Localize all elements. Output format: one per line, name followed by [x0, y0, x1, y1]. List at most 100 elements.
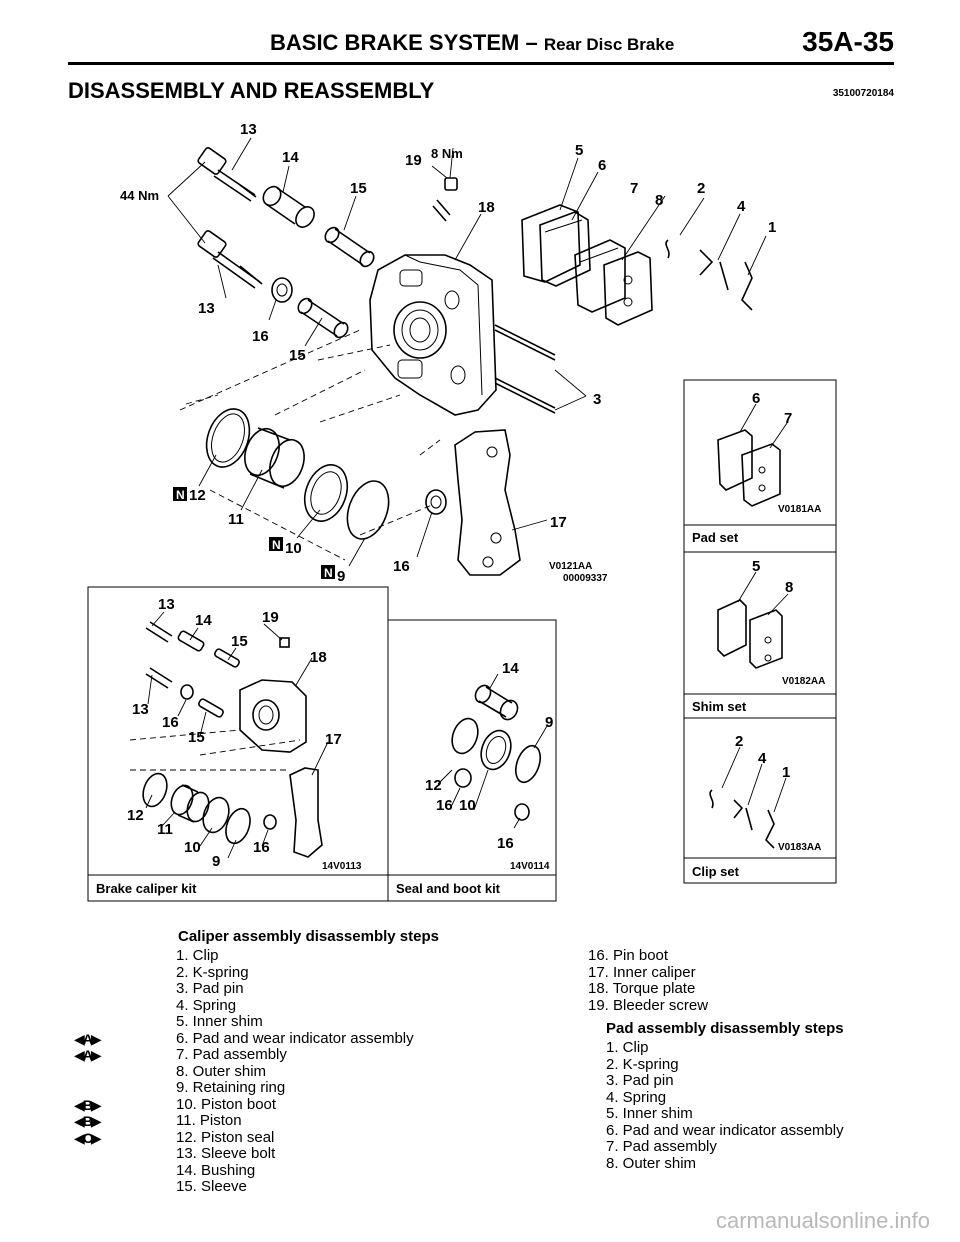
list-item: 3. Pad pin — [176, 980, 414, 998]
main-label-13b: 13 — [198, 300, 215, 317]
list-item: 19. Bleeder screw — [588, 996, 709, 1014]
pad-steps-list: 1. Clip 2. K-spring 3. Pad pin 4. Spring… — [606, 1039, 844, 1172]
clip-set-caption: Clip set — [692, 864, 740, 879]
pad-set-code: V0181AA — [778, 504, 821, 515]
header-title: BASIC BRAKE SYSTEM — [270, 30, 520, 55]
main-label-4: 4 — [737, 198, 746, 215]
sleeve-lower — [297, 297, 349, 339]
new-part-mark-9-text: N — [324, 566, 333, 580]
list-item: ◀B▶10. Piston boot — [74, 1096, 414, 1114]
seal-kit-label-9: 9 — [545, 714, 553, 731]
shim-set-caption: Shim set — [692, 699, 747, 714]
step-marker: ◀B▶ — [74, 1113, 102, 1129]
seal-kit-code: 14V0114 — [510, 861, 550, 872]
main-label-10: 10 — [285, 540, 302, 557]
caliper-kit-label-16a: 16 — [162, 714, 179, 731]
shim-set-code: V0182AA — [782, 676, 825, 687]
list-item: 14. Bushing — [176, 1161, 414, 1180]
main-label-18: 18 — [478, 199, 495, 216]
section-title: DISASSEMBLY AND REASSEMBLY — [68, 78, 435, 103]
clip-set-box: 2 4 1 V0183AA Clip set — [683, 717, 837, 884]
pin-boot-16b — [425, 489, 447, 515]
step-marker: ◀A▶ — [74, 1047, 102, 1063]
caliper-kit-label-11: 11 — [157, 821, 173, 838]
pad-pins — [494, 324, 556, 414]
main-label-3: 3 — [593, 391, 601, 408]
list-item: 7. Pad assembly — [606, 1138, 717, 1155]
piston — [244, 427, 305, 489]
list-item: 17. Inner caliper — [588, 963, 696, 981]
new-part-mark-10 — [269, 537, 283, 551]
seal-kit-caption: Seal and boot kit — [396, 881, 501, 896]
main-exploded-view: 44 Nm 8 Nm 13 14 19 5 6 15 18 7 2 8 4 1 … — [120, 121, 776, 585]
list-item: 13. Sleeve bolt — [176, 1145, 414, 1163]
list-item: 8. Outer shim — [606, 1154, 697, 1172]
step-marker: ◀C▶ — [74, 1129, 102, 1146]
step-text: 6. Pad and wear indicator assembly — [176, 1029, 414, 1047]
caliper-steps-title: Caliper assembly disassembly steps — [178, 928, 439, 945]
main-label-5: 5 — [575, 142, 583, 159]
seal-kit-label-14: 14 — [502, 660, 519, 677]
caliper-kit-label-13b: 13 — [132, 701, 149, 718]
step-text: 5. Inner shim — [176, 1013, 263, 1030]
clip-set-label-4: 4 — [758, 750, 767, 767]
main-label-11: 11 — [228, 511, 244, 528]
page-number: 35A-35 — [802, 26, 894, 57]
main-label-2: 2 — [697, 180, 705, 197]
caliper-kit-label-19: 19 — [262, 609, 279, 626]
list-item: ◀C▶12. Piston seal — [74, 1129, 414, 1147]
pad-set-box: 6 7 V0181AA Pad set — [683, 379, 837, 553]
main-label-15b: 15 — [289, 347, 306, 364]
step-text: 13. Sleeve bolt — [176, 1145, 276, 1162]
seal-kit-label-10: 10 — [459, 797, 476, 814]
caliper-kit-label-14: 14 — [195, 612, 212, 629]
caliper-kit-label-13a: 13 — [158, 596, 175, 613]
main-code-1: V0121AA — [549, 561, 592, 572]
caliper-kit-label-10: 10 — [184, 839, 201, 856]
main-label-16b: 16 — [393, 558, 410, 575]
list-item: 5. Inner shim — [606, 1105, 693, 1122]
shim-set-label-8: 8 — [785, 579, 793, 596]
spring-4 — [699, 249, 729, 291]
list-item: 8. Outer shim — [176, 1063, 414, 1081]
piston-seal — [205, 408, 251, 468]
main-label-19: 19 — [405, 152, 422, 169]
main-label-6: 6 — [598, 157, 606, 174]
clip-set-label-2: 2 — [735, 733, 743, 750]
caliper-kit-label-15a: 15 — [231, 633, 248, 650]
watermark: carmanualsonline.info — [715, 1208, 930, 1233]
step-text: 14. Bushing — [176, 1161, 256, 1179]
new-part-mark-9 — [321, 565, 335, 579]
piston-boot — [303, 464, 349, 522]
step-marker: ◀A▶ — [74, 1030, 102, 1047]
new-part-mark-10-text: N — [272, 538, 281, 552]
pad-set-caption: Pad set — [692, 530, 739, 545]
shim-set-label-5: 5 — [752, 558, 760, 575]
caliper-steps-continued: 16. Pin boot 17. Inner caliper 18. Torqu… — [588, 947, 709, 1014]
list-item: 9. Retaining ring — [176, 1079, 414, 1097]
caliper-body — [369, 254, 497, 416]
caliper-kit-label-16b: 16 — [253, 839, 270, 856]
running-header: BASIC BRAKE SYSTEM – Rear Disc Brake — [270, 30, 674, 56]
pin-boot-16 — [271, 277, 293, 303]
pad-wear-indicator — [539, 211, 591, 287]
inner-shim — [521, 204, 581, 283]
header-subtitle: Rear Disc Brake — [543, 35, 675, 54]
seal-boot-kit-box: 14 9 12 16 10 16 14V0114 Seal and boot k… — [387, 619, 557, 902]
main-label-8: 8 — [655, 192, 663, 209]
caliper-kit-label-9: 9 — [212, 853, 220, 870]
pad-steps-title: Pad assembly disassembly steps — [606, 1020, 844, 1037]
list-item: 2. K-spring — [176, 964, 414, 982]
list-item: 4. Spring — [606, 1088, 667, 1106]
pad-set-label-6: 6 — [752, 390, 760, 407]
caliper-kit-label-15b: 15 — [188, 729, 205, 746]
caliper-kit-label-12: 12 — [127, 807, 144, 824]
list-item: 5. Inner shim — [176, 1013, 414, 1031]
clip-2 — [665, 239, 670, 259]
list-item: 1. Clip — [606, 1039, 649, 1056]
inner-caliper — [454, 429, 521, 576]
brake-exploded-diagram: 44 Nm 8 Nm 13 14 19 5 6 15 18 7 2 8 4 1 … — [87, 121, 837, 902]
main-code-2: 00009337 — [563, 573, 608, 584]
k-spring-1 — [741, 261, 753, 311]
list-item: 2. K-spring — [606, 1055, 679, 1073]
